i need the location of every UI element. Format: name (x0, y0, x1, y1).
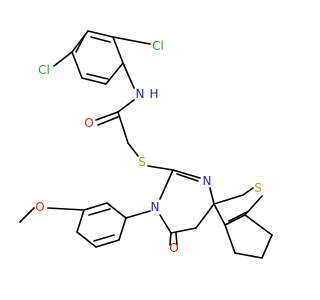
bond-line (117, 111, 129, 144)
bond-line (95, 111, 119, 121)
bond-line (88, 208, 111, 216)
bond-line (112, 36, 151, 45)
bond-line (170, 227, 197, 234)
bond-line (224, 214, 246, 226)
thioether-sulfur: S (138, 155, 146, 169)
bond-line (75, 34, 86, 53)
bond-lines (19, 30, 273, 259)
bond-line (117, 99, 135, 113)
bond-line (159, 169, 174, 200)
bond-line (87, 30, 114, 38)
bond-line (53, 51, 73, 67)
carbonyl-oxygen: O (169, 241, 178, 255)
bond-line (19, 207, 35, 223)
bond-line (127, 142, 139, 157)
amide-nitrogen: N (136, 87, 145, 101)
molecule-structure: Cl Cl N H O S N N S O O (19, 30, 273, 259)
bond-line (213, 194, 244, 205)
amide-oxygen: O (84, 116, 93, 130)
bond-line (47, 207, 85, 211)
chlorine-atom-left: Cl (38, 63, 50, 77)
bond-line (83, 202, 108, 211)
bond-line (122, 62, 135, 89)
bond-line (159, 214, 172, 234)
bond-line (244, 195, 263, 216)
pyrimidine-nitrogen: N (203, 174, 212, 188)
bond-line (228, 211, 248, 222)
thiophene-sulfur: S (254, 181, 262, 195)
bond-line (90, 36, 111, 43)
bond-line (209, 187, 215, 205)
bond-line (95, 239, 120, 248)
bond-line (105, 62, 124, 85)
atom-labels: Cl Cl N H O S N N S O O (35, 39, 262, 255)
bond-line (242, 187, 254, 196)
bond-line (71, 30, 89, 53)
bond-line (76, 209, 85, 233)
bond-line (76, 231, 97, 248)
bond-line (169, 232, 172, 246)
methoxy-oxygen: O (35, 200, 44, 214)
bond-line (125, 210, 151, 219)
bond-line (175, 232, 178, 246)
ring-nitrogen-n3: N (151, 200, 160, 214)
bond-line (86, 73, 109, 80)
bond-line (195, 203, 215, 229)
bond-line (81, 77, 107, 85)
bond-line (224, 224, 236, 254)
bond-line (147, 165, 174, 171)
bond-line (244, 214, 273, 236)
bond-line (106, 202, 127, 219)
bond-line (172, 169, 201, 179)
bond-line (213, 203, 226, 226)
bond-line (97, 116, 119, 126)
bond-line (118, 217, 127, 241)
bond-line (234, 252, 263, 259)
bond-line (71, 51, 83, 79)
bond-line (261, 234, 273, 259)
chlorine-atom-top: Cl (152, 39, 164, 53)
amide-hydrogen: H (149, 87, 158, 101)
bond-line (93, 234, 115, 242)
bond-line (176, 173, 199, 182)
bond-line (112, 36, 124, 64)
